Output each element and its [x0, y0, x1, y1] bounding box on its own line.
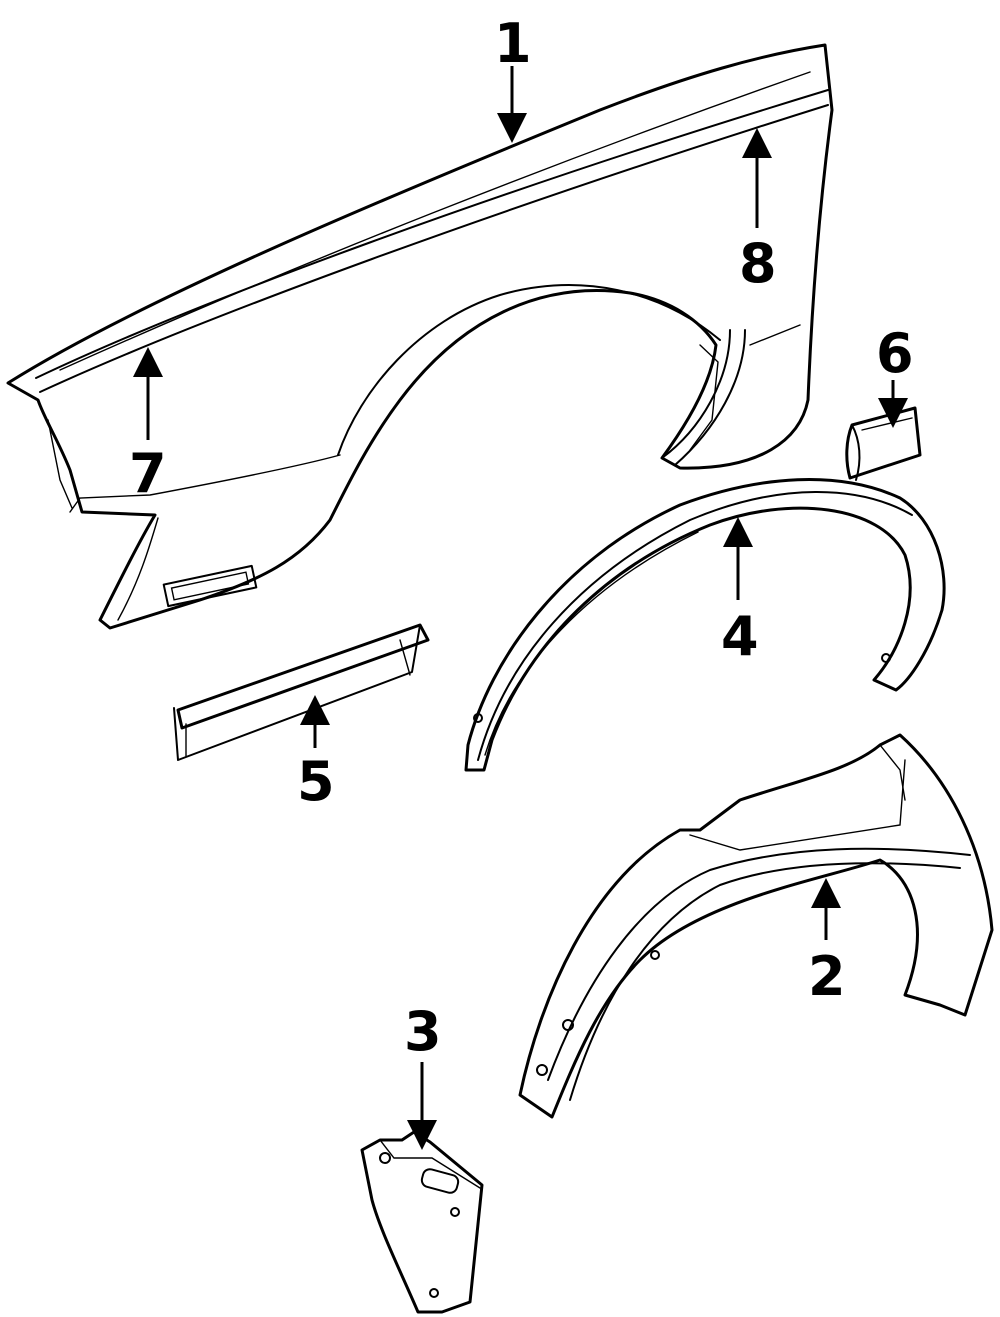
splash-shield-part-3[interactable] — [360, 1130, 484, 1314]
callout-2: 2 — [808, 945, 846, 1008]
callout-labels: 1 2 3 4 5 6 7 8 — [129, 12, 914, 1063]
wheel-opening-molding-part-4[interactable] — [464, 478, 946, 772]
callout-5: 5 — [297, 750, 335, 813]
wheelhouse-liner-part-2[interactable] — [518, 733, 994, 1119]
callout-4: 4 — [721, 605, 759, 668]
front-fender-part-1[interactable] — [6, 43, 834, 630]
callout-6: 6 — [876, 322, 914, 385]
callout-1: 1 — [494, 12, 532, 75]
callout-7: 7 — [129, 442, 167, 505]
callout-leaders — [133, 66, 908, 1150]
molding-end-cap-part-6[interactable] — [845, 406, 922, 481]
body-side-molding-part-5[interactable] — [173, 623, 430, 761]
callout-8: 8 — [739, 232, 777, 295]
callout-3: 3 — [404, 1000, 442, 1063]
